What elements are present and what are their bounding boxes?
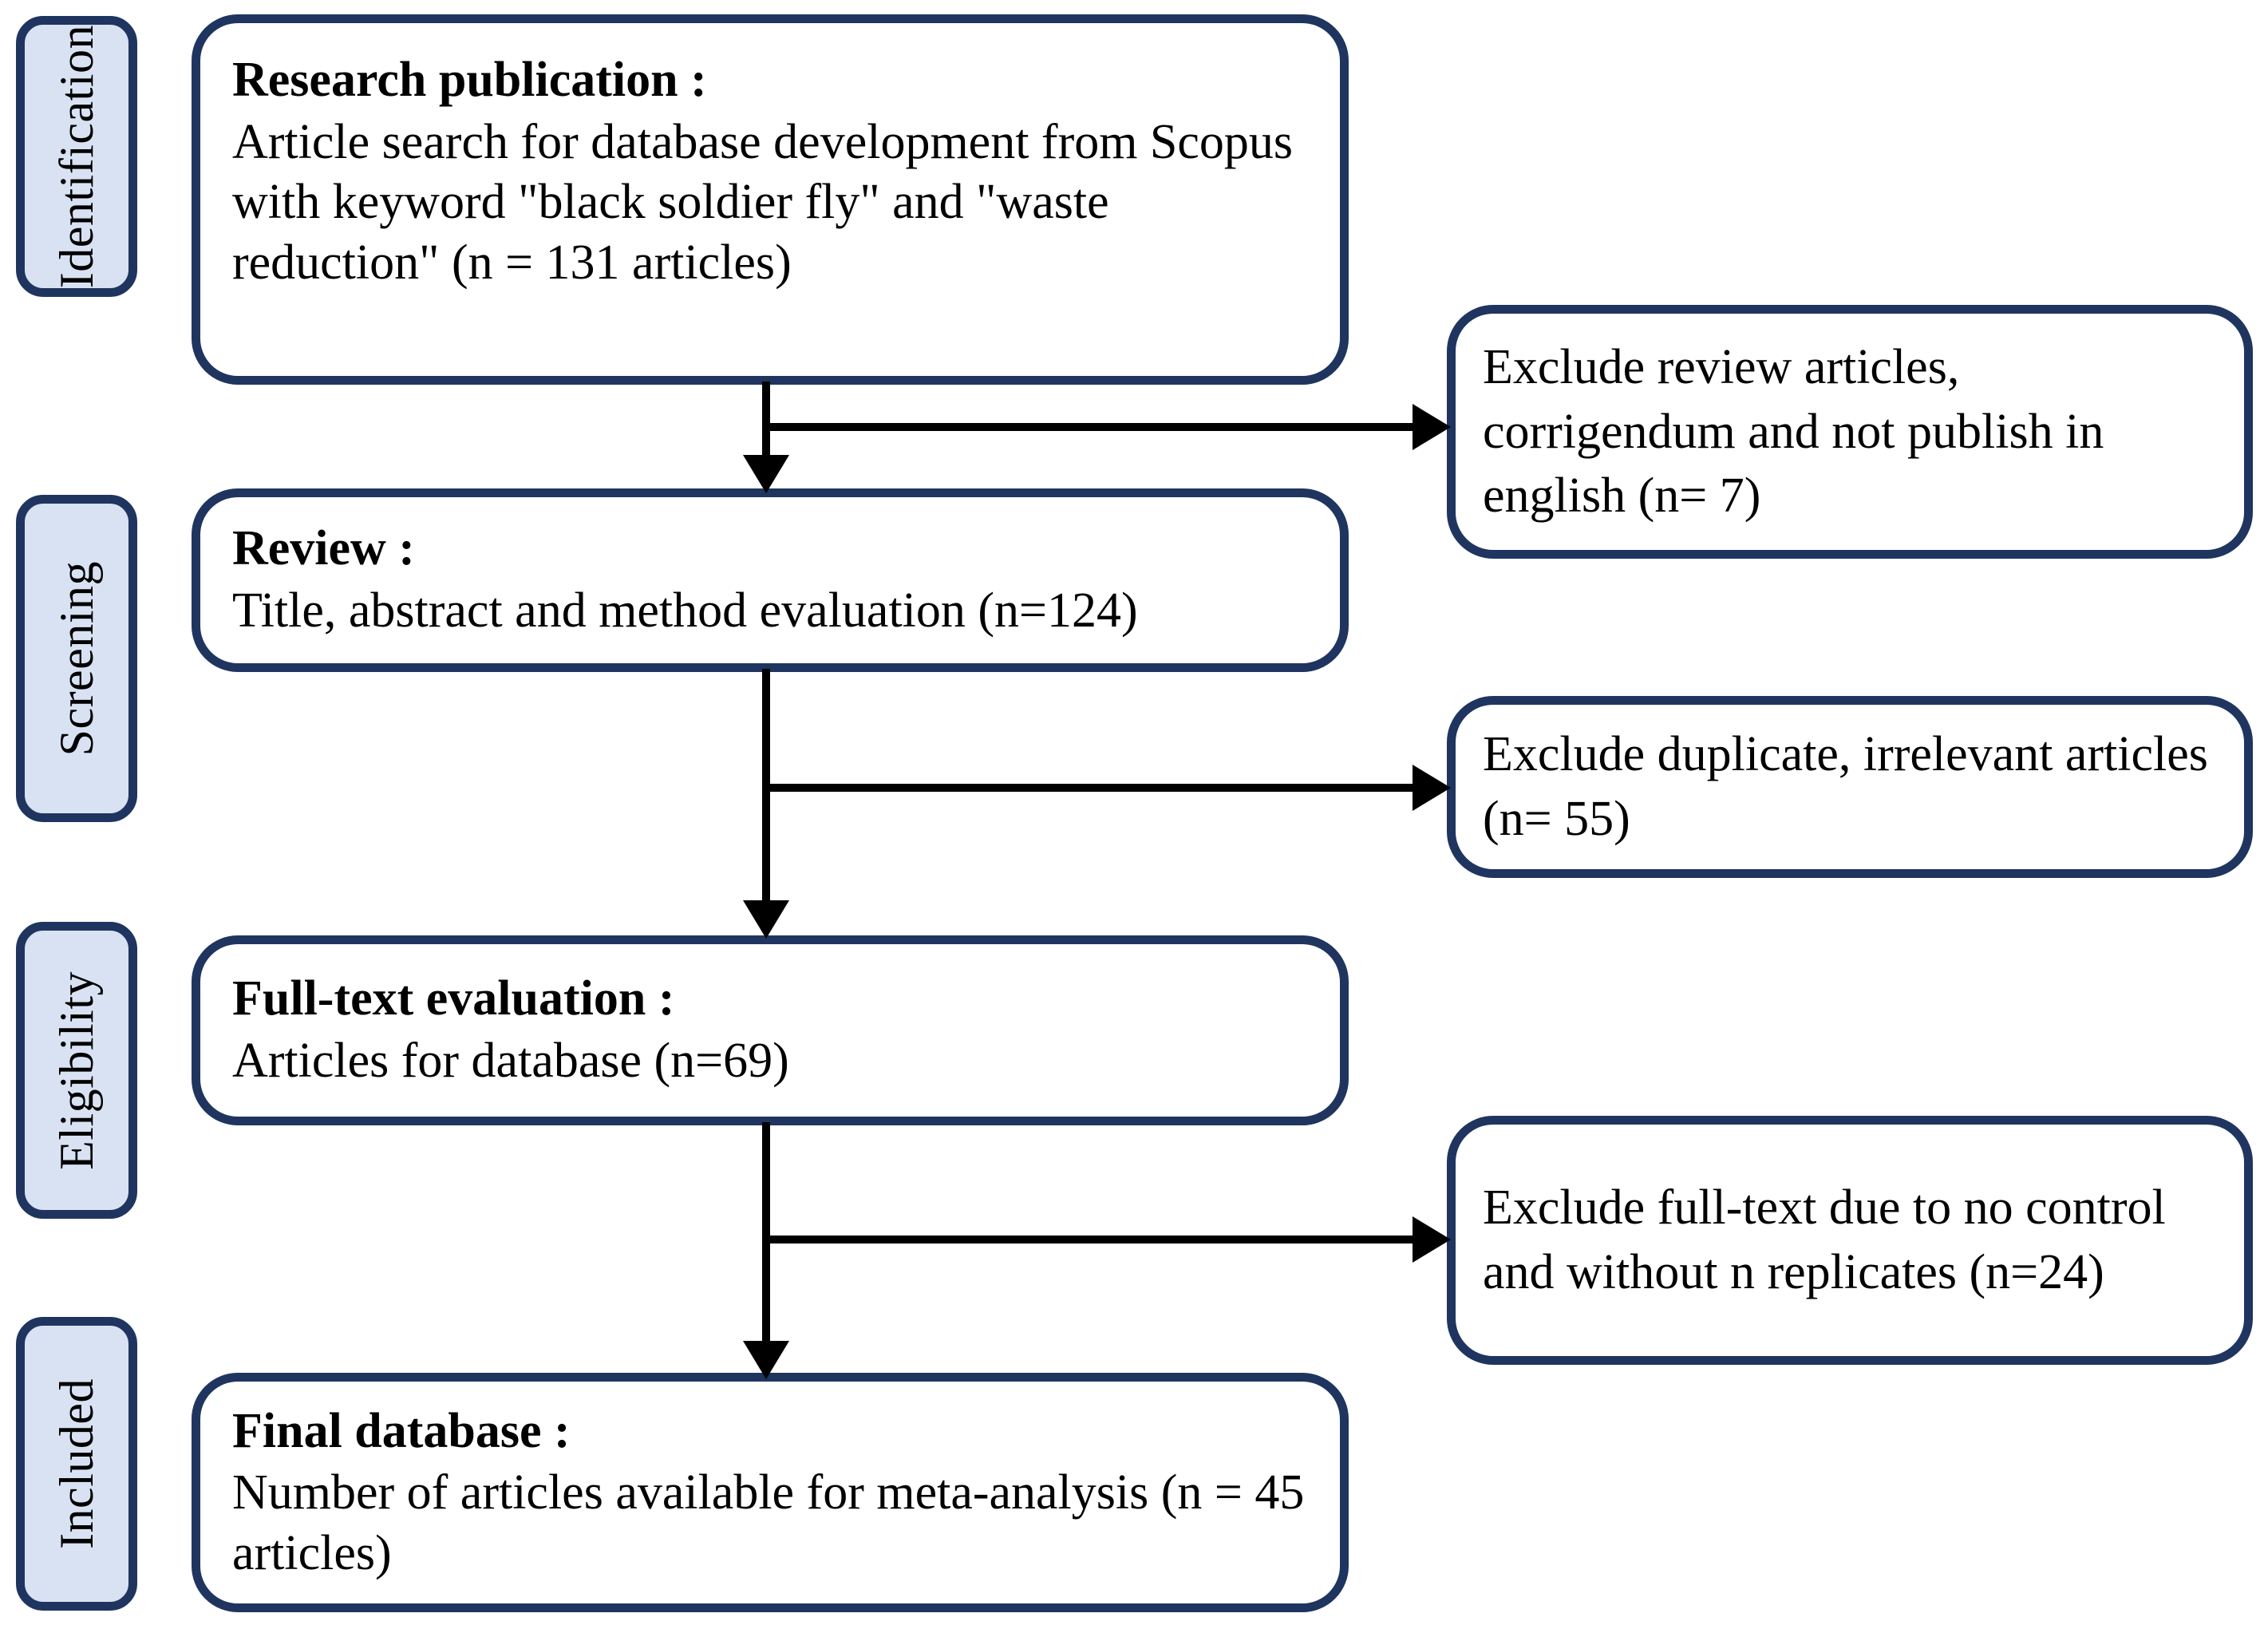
stage-tab-eligibility: Eligibility <box>16 922 137 1219</box>
connector-arrowhead-box2-box3 <box>743 900 789 939</box>
stage-tab-included: Included <box>16 1317 137 1611</box>
stage-tab-identification-label: Identification <box>50 24 103 289</box>
stage-tab-eligibility-label: Eligibility <box>50 971 103 1170</box>
flow-box-review-body: Title, abstract and method evaluation (n… <box>232 583 1138 638</box>
flow-box-full-text-evaluation: Full-text evaluation : Articles for data… <box>192 935 1349 1125</box>
connector-horizontal-exclude-1 <box>762 423 1424 431</box>
flow-box-review-title: Review : <box>232 521 415 576</box>
flow-box-final-database-body: Number of articles available for meta-an… <box>232 1465 1305 1580</box>
stage-tab-screening-label: Screening <box>50 560 103 757</box>
stage-tab-identification: Identification <box>16 16 137 297</box>
connector-horizontal-exclude-3 <box>762 1236 1424 1243</box>
connector-arrowhead-box3-box4 <box>743 1341 789 1379</box>
connector-vertical-box3-box4 <box>762 1122 770 1347</box>
flow-box-research-publication: Research publication : Article search fo… <box>192 14 1349 385</box>
exclusion-box-no-control-replicates: Exclude full-text due to no control and … <box>1447 1116 2253 1365</box>
connector-arrowhead-exclude-1 <box>1413 404 1451 450</box>
flow-box-final-database: Final database : Number of articles avai… <box>192 1373 1349 1612</box>
exclusion-box-duplicate-irrelevant: Exclude duplicate, irrelevant articles (… <box>1447 696 2253 878</box>
flow-box-full-text-evaluation-title: Full-text evaluation : <box>232 971 675 1026</box>
flow-box-research-publication-body: Article search for database development … <box>232 114 1294 290</box>
flow-box-review: Review : Title, abstract and method eval… <box>192 488 1349 672</box>
flow-box-full-text-evaluation-body: Articles for database (n=69) <box>232 1034 789 1088</box>
exclusion-box-review-articles: Exclude review articles, corrigendum and… <box>1447 305 2253 559</box>
exclusion-box-review-articles-body: Exclude review articles, corrigendum and… <box>1483 340 2104 524</box>
flow-box-research-publication-title: Research publication : <box>232 53 707 107</box>
connector-horizontal-exclude-2 <box>762 784 1424 792</box>
stage-tab-screening: Screening <box>16 495 137 822</box>
connector-arrowhead-box1-box2 <box>743 455 789 493</box>
stage-tab-included-label: Included <box>50 1378 103 1549</box>
exclusion-box-no-control-replicates-body: Exclude full-text due to no control and … <box>1483 1180 2166 1299</box>
exclusion-box-duplicate-irrelevant-body: Exclude duplicate, irrelevant articles (… <box>1483 727 2208 846</box>
flow-box-final-database-title: Final database : <box>232 1403 571 1458</box>
connector-arrowhead-exclude-3 <box>1413 1216 1451 1263</box>
connector-vertical-box1-box2 <box>762 382 770 458</box>
connector-arrowhead-exclude-2 <box>1413 765 1451 811</box>
